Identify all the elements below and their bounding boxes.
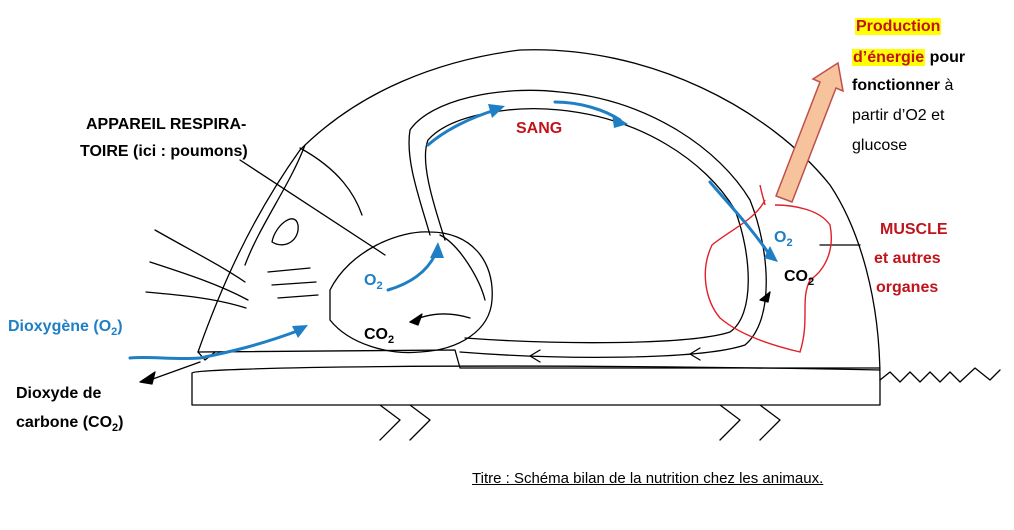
muscle-outline [704, 184, 832, 353]
circulation-lung-link [439, 234, 486, 301]
muscle-label-line3: organes [876, 279, 939, 296]
flow-arrow-1 [529, 349, 541, 363]
energy-arrow [775, 61, 844, 203]
respiratory-pointer [239, 159, 386, 256]
o2-arrowhead-5 [764, 246, 778, 262]
co2-lung-arrow [409, 313, 423, 326]
dioxygene-label: Dioxygène (O2) [8, 318, 123, 338]
o2-top-path1 [426, 108, 497, 147]
dioxyde-label-line2: carbone (CO2) [16, 414, 124, 434]
o2-lung-path [386, 253, 437, 292]
co2-muscle-arrow [759, 291, 771, 303]
diagram-caption: Titre : Schéma bilan de la nutrition che… [472, 470, 824, 487]
energy-label-line1: Production [855, 18, 942, 35]
o2-arrowhead-4 [612, 114, 628, 128]
muscle-label-line1: MUSCLE [880, 221, 948, 238]
sang-label: SANG [516, 120, 563, 137]
eye [271, 218, 299, 246]
o2-arrowhead-1 [292, 325, 308, 338]
feet [379, 404, 781, 441]
o2-inhale-path [128, 328, 302, 361]
energy-label-line4: partir d’O2 et [852, 107, 945, 124]
o2-arrowhead-2 [430, 242, 444, 258]
whiskers [145, 229, 319, 309]
muscle-label-line2: et autres [874, 250, 941, 267]
body-outline [197, 49, 881, 381]
co2-lung-label: CO2 [364, 326, 395, 346]
dioxyde-label-line1: Dioxyde de [16, 385, 102, 402]
o2-muscle-label: O2 [774, 229, 793, 249]
co2-muscle-label: CO2 [784, 268, 815, 288]
ear-outline [244, 144, 363, 266]
flow-arrow-2 [689, 347, 701, 361]
energy-label-line3: fonctionner à [852, 77, 954, 94]
respiratory-label-line2: TOIRE (ici : poumons) [80, 143, 248, 160]
body-bottom [197, 349, 881, 369]
circulation-outer [408, 89, 767, 358]
energy-label-line2: d’énergie pour [852, 49, 966, 66]
o2-arrowhead-3 [488, 104, 505, 118]
lungs [329, 231, 493, 354]
body-belly [191, 365, 881, 406]
energy-label-line5: glucose [852, 137, 908, 154]
tail [879, 367, 1001, 383]
circulation-inner [424, 108, 749, 344]
co2-exit-arrow [139, 371, 156, 385]
co2-exhale-line [149, 313, 471, 381]
o2-muscle-path [708, 180, 772, 257]
o2-lung-label: O2 [364, 272, 383, 292]
respiratory-label-line1: APPAREIL RESPIRA- [86, 116, 247, 133]
